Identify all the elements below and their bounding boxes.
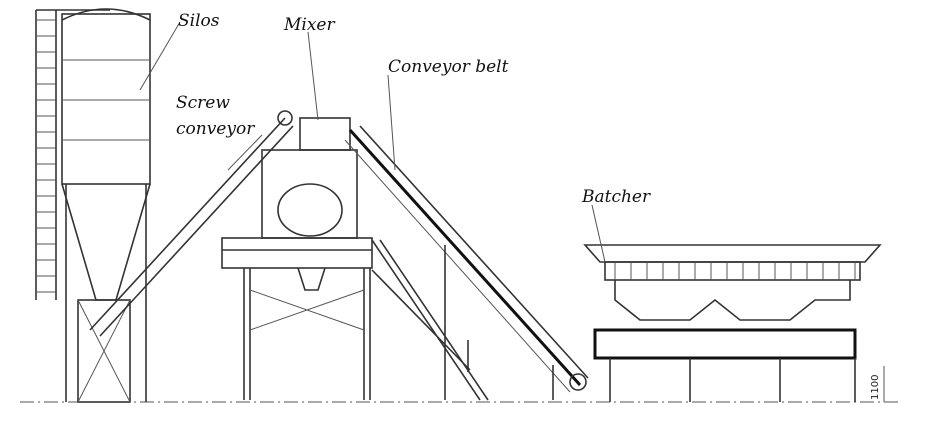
label-mixer: Mixer: [283, 15, 335, 35]
mixer: [221, 117, 373, 400]
stairs: [371, 239, 489, 401]
label-conveyor: conveyor: [176, 119, 255, 139]
silo-ladder: [35, 9, 110, 300]
label-batcher: Batcher: [581, 187, 651, 207]
screw-conveyor: [89, 110, 294, 337]
label-conveyor-belt: Conveyor belt: [388, 57, 509, 77]
conveyor-belt: [344, 125, 589, 400]
silo: [61, 8, 151, 403]
label-screw: Screw: [176, 93, 230, 113]
batcher: [583, 244, 882, 402]
leader-lines: [139, 21, 606, 263]
dimension-text: 1100: [870, 375, 881, 400]
label-silos: Silos: [178, 11, 220, 31]
height-dimension: 1100: [870, 366, 885, 402]
